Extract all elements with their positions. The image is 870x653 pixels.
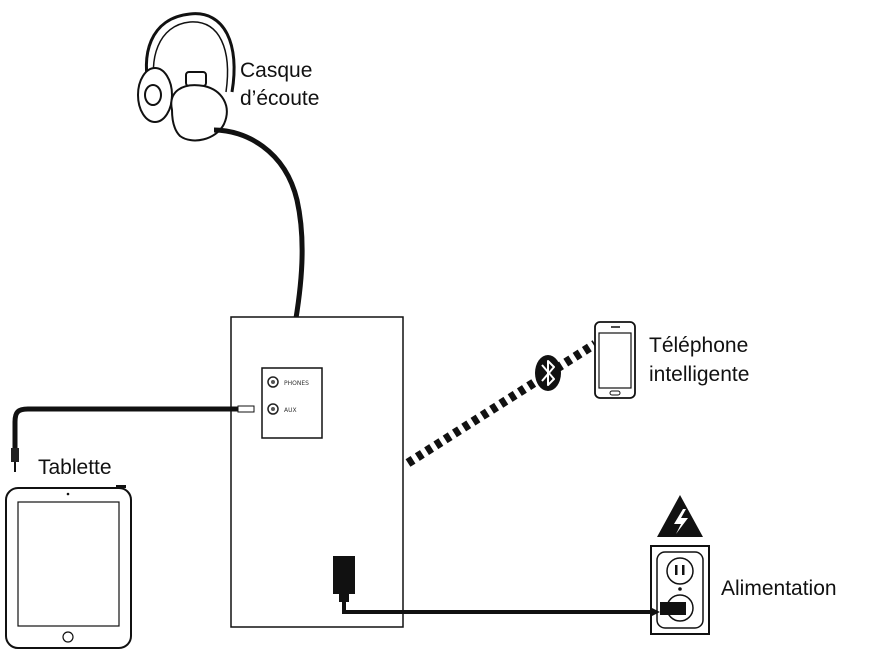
power-outlet-icon xyxy=(650,545,710,635)
tablet-cable xyxy=(12,406,240,450)
power-cable xyxy=(342,602,660,614)
phone-label-line2: intelligente xyxy=(649,363,750,386)
jack-aux-label: AUX xyxy=(284,407,297,414)
tablet-icon xyxy=(5,485,132,649)
tablet-label: Tablette xyxy=(38,456,112,479)
bluetooth-link xyxy=(405,340,598,467)
bluetooth-icon xyxy=(535,355,561,391)
headphones-cable xyxy=(213,127,305,331)
headphones-icon xyxy=(137,12,236,142)
headphones-label-line1: Casque xyxy=(240,59,313,82)
jack-phones-label: PHONES xyxy=(284,380,309,387)
device-box xyxy=(230,316,404,628)
tablet-plug xyxy=(11,448,19,462)
aux-plug xyxy=(237,405,255,413)
high-voltage-warning-icon xyxy=(657,495,703,537)
phone-label-line1: Téléphone xyxy=(649,334,749,357)
smartphone-icon xyxy=(594,321,636,399)
power-cable-tip xyxy=(650,607,660,617)
jack-panel: PHONES AUX xyxy=(261,367,323,439)
headphones-label-line2: d’écoute xyxy=(240,87,320,110)
power-plug-icon xyxy=(333,556,355,602)
power-label: Alimentation xyxy=(721,577,837,600)
